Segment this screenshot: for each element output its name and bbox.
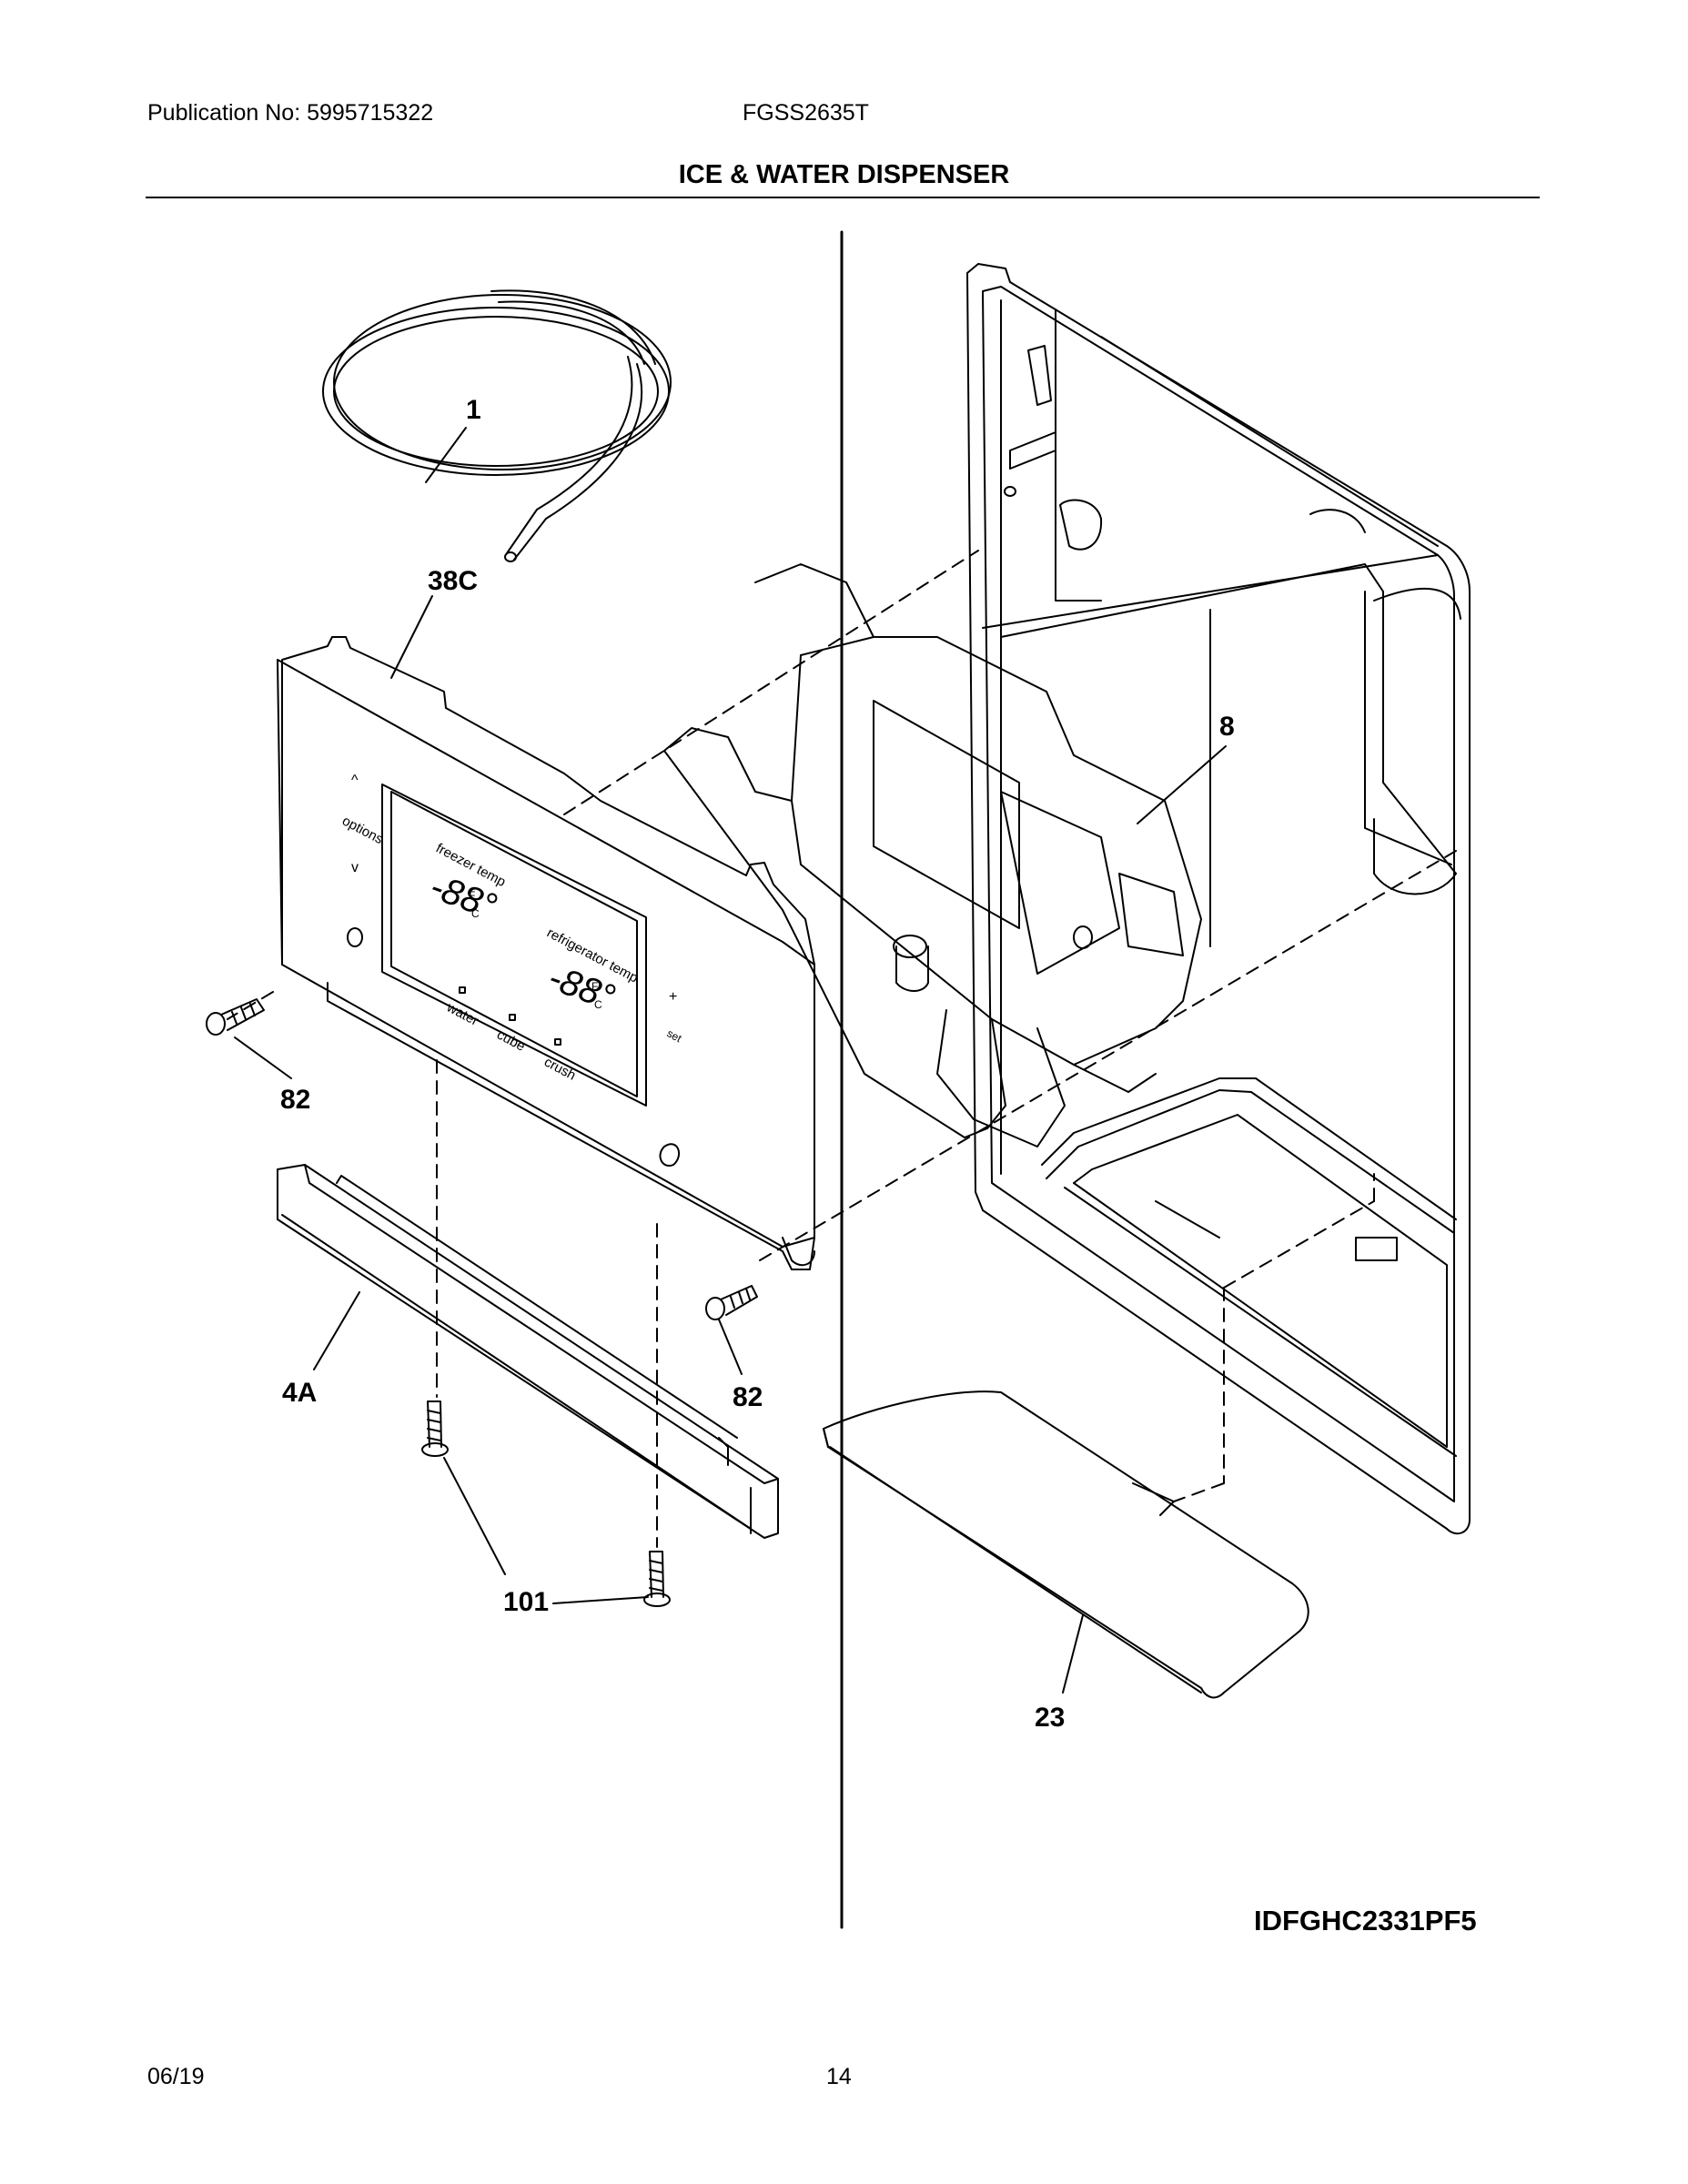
screw-101-right — [643, 1551, 671, 1607]
crush-label: crush — [541, 1055, 578, 1084]
callout-8: 8 — [1219, 712, 1235, 742]
page-title: ICE & WATER DISPENSER — [678, 160, 1010, 189]
screw-82-right — [705, 1285, 758, 1320]
title-rule — [146, 197, 1540, 198]
callout-82-right: 82 — [733, 1382, 763, 1412]
refrigerator-c-unit: C — [594, 998, 602, 1011]
freezer-c-unit: C — [471, 907, 480, 920]
cube-label: cube — [494, 1027, 528, 1055]
diagram-id: IDFGHC2331PF5 — [1254, 1905, 1477, 1936]
down-arrow-icon: v — [351, 860, 359, 875]
footer-date: 06/19 — [147, 2064, 205, 2089]
dispenser-housing — [966, 263, 1471, 1535]
freezer-f-unit: F — [469, 889, 475, 902]
drip-tray — [823, 1390, 1309, 1699]
page-number: 14 — [826, 2064, 852, 2089]
options-label: options — [339, 814, 386, 848]
callout-4a: 4A — [282, 1378, 317, 1408]
tubing-coil — [322, 289, 672, 562]
refrigerator-f-unit: F — [591, 980, 598, 993]
callout-101: 101 — [503, 1587, 549, 1617]
callout-23: 23 — [1035, 1703, 1065, 1733]
leader-lines — [234, 427, 1227, 1694]
assembly-lines — [227, 550, 1457, 1548]
callout-1: 1 — [466, 395, 481, 425]
screw-101-left — [421, 1400, 449, 1457]
callout-82-left: 82 — [280, 1085, 310, 1115]
callout-38c: 38C — [428, 566, 478, 596]
dispenser-actuator — [663, 563, 1202, 1148]
control-panel: options ^ v freezer temp -88° F C refrig… — [277, 636, 815, 1270]
plus-icon: + — [669, 989, 677, 1005]
up-arrow-icon: ^ — [351, 773, 359, 788]
screw-82-left — [206, 998, 265, 1036]
model-number: FGSS2635T — [743, 100, 869, 126]
publication-number: Publication No: 5995715322 — [147, 100, 434, 126]
trim-strip — [277, 1164, 779, 1539]
set-label: set — [665, 1026, 684, 1045]
